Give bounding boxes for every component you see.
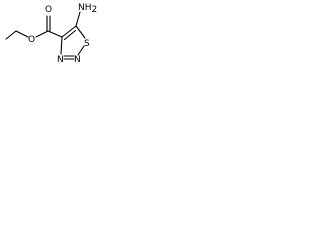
bond-ring-c5-s: [75, 25, 86, 39]
bond-ring-c4-c5-a: [61, 25, 77, 38]
bond-ester-ring: [47, 30, 63, 38]
atom-n-ring-right: N: [74, 55, 81, 65]
bond-ethyl-ch3-ch2: [5, 30, 17, 40]
structure-diagram: O O S N N NH2: [5, 3, 97, 65]
atom-s-ring: S: [84, 39, 90, 49]
atom-amino-subscript: 2: [92, 5, 98, 15]
bond-o-carbonyl-carbon: [35, 30, 49, 38]
bond-ring-n-c4: [60, 36, 63, 55]
atom-o-ether: O: [28, 35, 35, 45]
atom-n-ring-left: N: [57, 55, 64, 65]
bond-ethyl-ch2-o: [15, 30, 29, 38]
atom-o-carbonyl: O: [45, 5, 52, 15]
bond-c5-amino: [75, 11, 81, 27]
bond-ring-s-n: [77, 45, 85, 56]
molecule-canvas: O O S N N NH2: [0, 0, 114, 68]
atom-amino: NH2: [78, 3, 97, 15]
atom-amino-main: NH: [78, 3, 92, 13]
bond-ring-c4-c5-b: [63, 29, 77, 41]
